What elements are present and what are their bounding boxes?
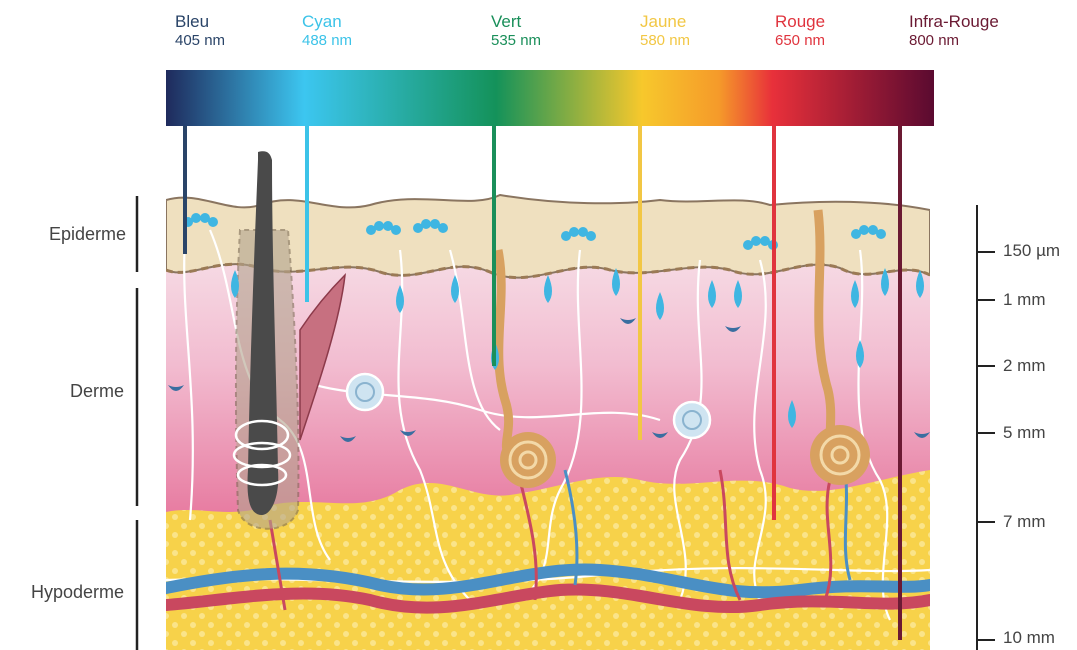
depth-label: 150 µm <box>1003 241 1060 261</box>
depth-scale <box>977 205 995 650</box>
sweat-gland <box>500 432 556 488</box>
layer-label-dermis: Derme <box>20 381 124 402</box>
layer-label-epidermis: Epiderme <box>20 224 126 245</box>
sweat-gland <box>810 425 870 485</box>
pacinian-corpuscle <box>674 402 710 438</box>
depth-label: 10 mm <box>1003 628 1055 648</box>
depth-label: 2 mm <box>1003 356 1046 376</box>
depth-label: 1 mm <box>1003 290 1046 310</box>
depth-label: 7 mm <box>1003 512 1046 532</box>
spectrum-bar <box>166 70 934 126</box>
layer-label-hypodermis: Hypoderme <box>5 582 124 603</box>
pacinian-corpuscle <box>347 374 383 410</box>
depth-label: 5 mm <box>1003 423 1046 443</box>
